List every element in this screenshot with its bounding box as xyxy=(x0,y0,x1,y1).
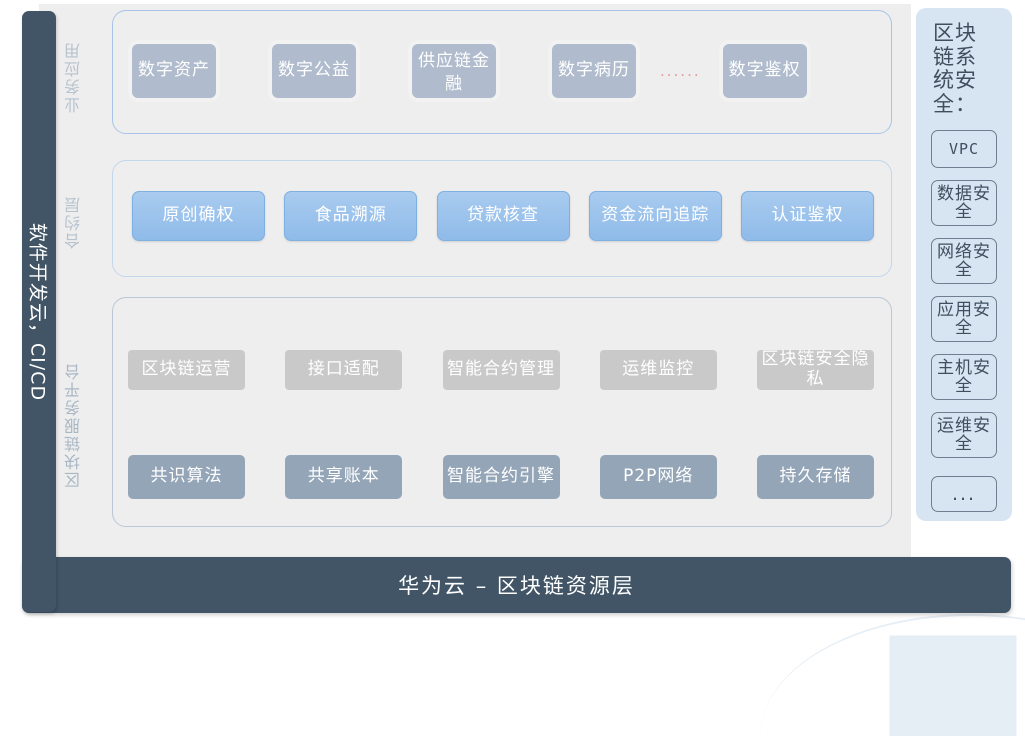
business-application-box-row: 数字资产 数字公益 供应链金融 数字病历 ...... 数字鉴权 xyxy=(132,44,872,98)
left-rail-software-dev-cloud: 软件开发云，CI/CD xyxy=(22,11,56,612)
architecture-diagram: 软件开发云，CI/CD 业务应用 合约层 区块链服务平台 可结合华为云解决方案 … xyxy=(22,4,1025,616)
app-box[interactable]: 供应链金融 xyxy=(412,44,496,98)
row-label-blockchain-service-platform: 区块链服务平台 xyxy=(64,362,83,488)
tech-box[interactable]: 共识算法 xyxy=(128,455,245,499)
mgmt-box[interactable]: 区块链运营 xyxy=(128,350,245,390)
app-box[interactable]: 数字鉴权 xyxy=(722,44,807,98)
security-item-more[interactable]: ... xyxy=(931,476,997,513)
ellipsis-indicator: ...... xyxy=(660,62,701,80)
row-label-business-application: 业务应用 xyxy=(64,41,83,113)
app-box[interactable]: 数字病历 xyxy=(552,44,636,98)
bottom-resource-bar: 华为云 – 区块链资源层 xyxy=(22,557,1011,613)
decorative-arc xyxy=(760,614,1025,736)
tech-box[interactable]: 持久存储 xyxy=(757,455,874,499)
contract-box[interactable]: 原创确权 xyxy=(132,191,265,241)
security-column: 区块链系统安全： VPC 数据安全 网络安全 应用安全 主机安全 运维安全 ..… xyxy=(916,8,1012,521)
contract-box[interactable]: 食品溯源 xyxy=(284,191,418,241)
contract-box[interactable]: 资金流向追踪 xyxy=(588,191,722,241)
tech-box[interactable]: P2P网络 xyxy=(599,455,717,499)
bottom-resource-bar-label: 华为云 – 区块链资源层 xyxy=(398,574,635,598)
app-box[interactable]: 数字公益 xyxy=(272,44,356,98)
security-item-host-security[interactable]: 主机安全 xyxy=(931,354,997,401)
contract-layer-box-row: 原创确权 食品溯源 贷款核查 资金流向追踪 认证鉴权 xyxy=(132,191,874,241)
underlying-tech-box-row: 共识算法 共享账本 智能合约引擎 P2P网络 持久存储 xyxy=(128,455,874,499)
security-column-title: 区块链系统安全： xyxy=(933,21,977,116)
security-item-data-security[interactable]: 数据安全 xyxy=(931,180,997,227)
app-box[interactable]: 数字资产 xyxy=(132,44,216,98)
tech-box[interactable]: 智能合约引擎 xyxy=(442,455,560,499)
security-item-ops-security[interactable]: 运维安全 xyxy=(931,412,997,459)
security-item-network-security[interactable]: 网络安全 xyxy=(931,238,997,285)
mgmt-box[interactable]: 区块链安全隐私 xyxy=(757,350,874,390)
mgmt-box[interactable]: 接口适配 xyxy=(285,350,403,390)
contract-box[interactable]: 贷款核查 xyxy=(436,191,570,241)
contract-box[interactable]: 认证鉴权 xyxy=(741,191,874,241)
row-label-contract-layer: 合约层 xyxy=(64,195,83,249)
security-item-application-security[interactable]: 应用安全 xyxy=(931,296,997,343)
security-item-vpc[interactable]: VPC xyxy=(931,130,997,169)
mgmt-box[interactable]: 运维监控 xyxy=(599,350,717,390)
management-platform-box-row: 区块链运营 接口适配 智能合约管理 运维监控 区块链安全隐私 xyxy=(128,350,874,390)
left-rail-label: 软件开发云，CI/CD xyxy=(26,222,49,401)
mgmt-box[interactable]: 智能合约管理 xyxy=(442,350,560,390)
tech-box[interactable]: 共享账本 xyxy=(285,455,403,499)
